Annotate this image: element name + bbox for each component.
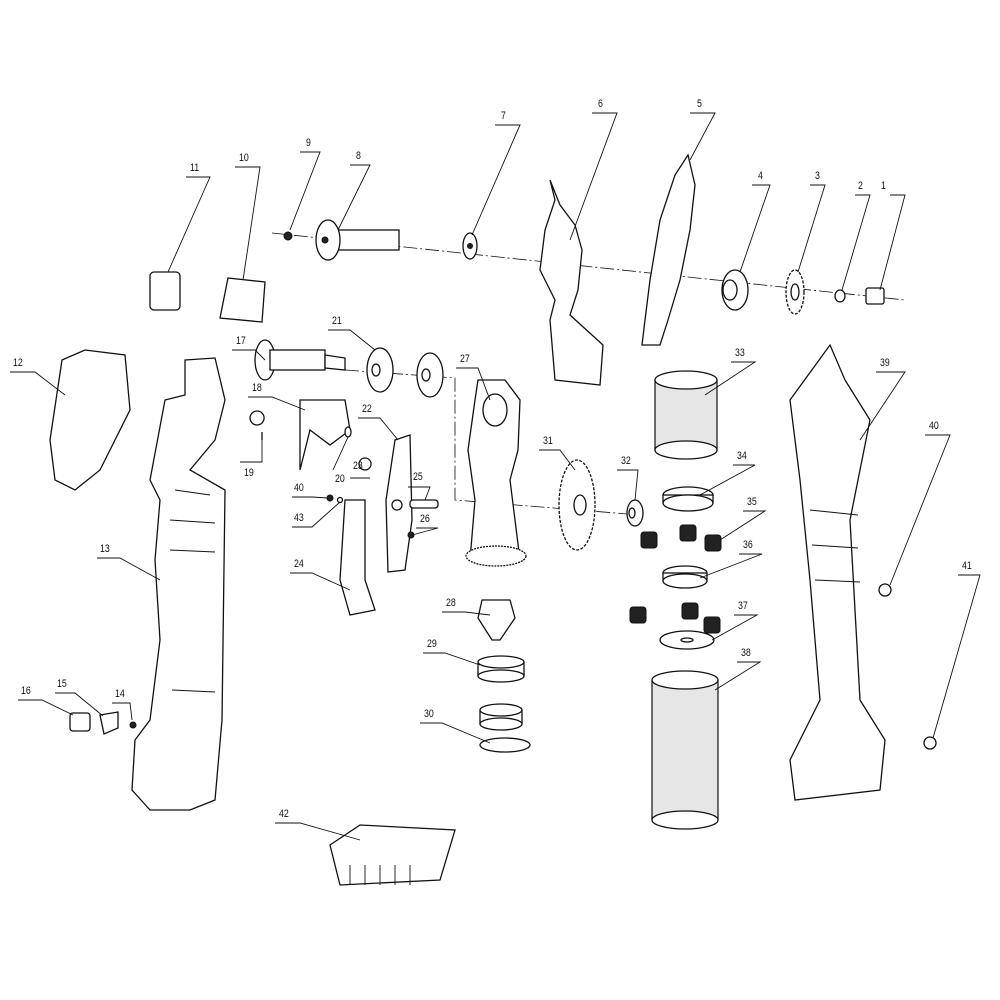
part-25-pin bbox=[409, 499, 439, 509]
part-label-39: 39 bbox=[880, 357, 890, 369]
part-28-pinion bbox=[477, 599, 516, 641]
part-8-bolt bbox=[315, 219, 400, 261]
part-3-gear bbox=[785, 269, 805, 315]
part-label-15: 15 bbox=[57, 678, 67, 690]
part-label-42: 42 bbox=[279, 808, 289, 820]
part-label-34: 34 bbox=[737, 450, 747, 462]
leader-lines bbox=[10, 112, 981, 841]
part-label-41: 41 bbox=[962, 560, 972, 572]
part-label-6: 6 bbox=[598, 98, 603, 110]
part-36-planet-carrier bbox=[662, 565, 708, 589]
part-40-screw bbox=[878, 583, 892, 597]
part-label-40-right: 40 bbox=[929, 420, 939, 432]
part-label-14: 14 bbox=[115, 688, 125, 700]
part-7-washer bbox=[462, 232, 478, 260]
part-33-ring-gear bbox=[654, 370, 718, 460]
part-label-24: 24 bbox=[294, 558, 304, 570]
part-label-3: 3 bbox=[815, 170, 820, 182]
part-label-29: 29 bbox=[427, 638, 437, 650]
motor-axis-line bbox=[344, 369, 641, 516]
part-16-block bbox=[69, 712, 91, 732]
part-42-battery-cover bbox=[329, 824, 456, 886]
part-14-screw bbox=[129, 721, 137, 729]
part-17-armature bbox=[254, 339, 346, 381]
housing-thread bbox=[465, 545, 527, 567]
part-label-33: 33 bbox=[735, 347, 745, 359]
part-label-26: 26 bbox=[420, 513, 430, 525]
part-43-washer bbox=[336, 496, 344, 504]
part-30-circlip bbox=[479, 737, 531, 753]
part-label-19: 19 bbox=[244, 467, 254, 479]
part-label-22: 22 bbox=[362, 403, 372, 415]
part-label-16: 16 bbox=[21, 685, 31, 697]
part-10-label bbox=[219, 277, 266, 323]
part-19-pin bbox=[249, 410, 265, 440]
part-label-21: 21 bbox=[332, 315, 342, 327]
part-38-cylinder bbox=[651, 670, 719, 830]
part-label-38: 38 bbox=[741, 647, 751, 659]
part-label-1: 1 bbox=[881, 180, 886, 192]
part-9-nut bbox=[283, 231, 293, 241]
plate-hole bbox=[391, 499, 403, 511]
part-label-27: 27 bbox=[460, 353, 470, 365]
part-label-18: 18 bbox=[252, 382, 262, 394]
part-12-side-cover bbox=[49, 349, 131, 491]
part-label-32: 32 bbox=[621, 455, 631, 467]
part-34-planet-carrier bbox=[662, 486, 714, 512]
part-26-screw bbox=[407, 531, 415, 539]
part-label-4: 4 bbox=[758, 170, 763, 182]
part-32-bearing bbox=[626, 499, 644, 527]
part-label-37: 37 bbox=[738, 600, 748, 612]
part-18-lever bbox=[299, 399, 351, 471]
bearing bbox=[479, 703, 523, 731]
part-20-spring bbox=[344, 426, 352, 438]
part-label-17: 17 bbox=[236, 335, 246, 347]
bearing bbox=[416, 352, 444, 398]
part-label-12: 12 bbox=[13, 357, 23, 369]
part-label-7: 7 bbox=[501, 110, 506, 122]
housing-grip-lines bbox=[809, 509, 861, 583]
part-label-13: 13 bbox=[100, 543, 110, 555]
part-11-cover bbox=[149, 271, 181, 311]
part-label-20: 20 bbox=[335, 473, 345, 485]
part-label-28: 28 bbox=[446, 597, 456, 609]
part-13-left-housing bbox=[131, 357, 226, 811]
housing-grip-lines bbox=[169, 489, 216, 693]
part-23-pin bbox=[358, 457, 372, 471]
part-label-35: 35 bbox=[747, 496, 757, 508]
part-label-10: 10 bbox=[239, 152, 249, 164]
part-label-43: 43 bbox=[294, 512, 304, 524]
part-label-23: 23 bbox=[353, 460, 363, 472]
part-39-right-housing bbox=[789, 343, 886, 801]
part-29-bearing bbox=[477, 655, 525, 683]
part-2-pin bbox=[834, 289, 846, 303]
part-label-9: 9 bbox=[306, 137, 311, 149]
housing-bore bbox=[482, 393, 508, 427]
part-31-bevel-gear bbox=[558, 459, 596, 551]
part-label-40-left: 40 bbox=[294, 482, 304, 494]
part-35-planet-gears bbox=[629, 524, 722, 634]
part-5-cutting-blade bbox=[641, 153, 696, 346]
part-label-8: 8 bbox=[356, 150, 361, 162]
part-15-clip bbox=[99, 711, 119, 735]
part-label-2: 2 bbox=[858, 180, 863, 192]
part-label-30: 30 bbox=[424, 708, 434, 720]
part-label-36: 36 bbox=[743, 539, 753, 551]
part-21-bearing bbox=[366, 347, 394, 393]
part-label-31: 31 bbox=[543, 435, 553, 447]
part-37-washer bbox=[659, 630, 715, 650]
part-1-clip bbox=[865, 287, 885, 305]
part-label-25: 25 bbox=[413, 471, 423, 483]
part-label-11: 11 bbox=[190, 162, 200, 174]
part-6-hook-blade bbox=[539, 179, 604, 386]
part-24-trigger bbox=[339, 499, 376, 616]
part-4-hub bbox=[721, 269, 749, 311]
part-label-5: 5 bbox=[697, 98, 702, 110]
part-41-screw bbox=[923, 736, 937, 750]
